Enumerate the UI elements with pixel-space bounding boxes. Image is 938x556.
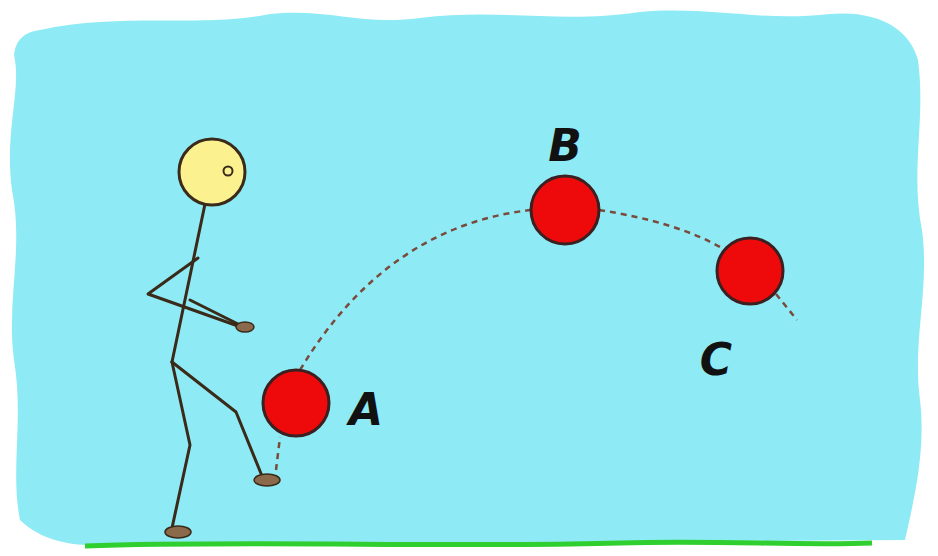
hand (236, 322, 254, 332)
trajectory (276, 210, 797, 470)
trajectory-segment (776, 294, 797, 320)
point-label: A (349, 388, 383, 432)
stick-figure (148, 204, 262, 528)
ball (531, 176, 599, 244)
arm (190, 300, 244, 327)
foot (165, 526, 191, 538)
trajectory-segment (276, 437, 280, 470)
ball (717, 238, 783, 304)
head (179, 139, 245, 205)
trajectory-segment (300, 210, 531, 370)
foot (254, 474, 280, 486)
leg (172, 362, 190, 528)
sky-background (10, 11, 924, 545)
ground-line (85, 542, 872, 546)
trajectory-segment (599, 210, 722, 248)
point-label: C (700, 338, 732, 382)
point-label: B (548, 124, 582, 168)
eye (224, 167, 233, 176)
body (172, 204, 205, 362)
leg (172, 362, 262, 476)
ball (263, 370, 329, 436)
